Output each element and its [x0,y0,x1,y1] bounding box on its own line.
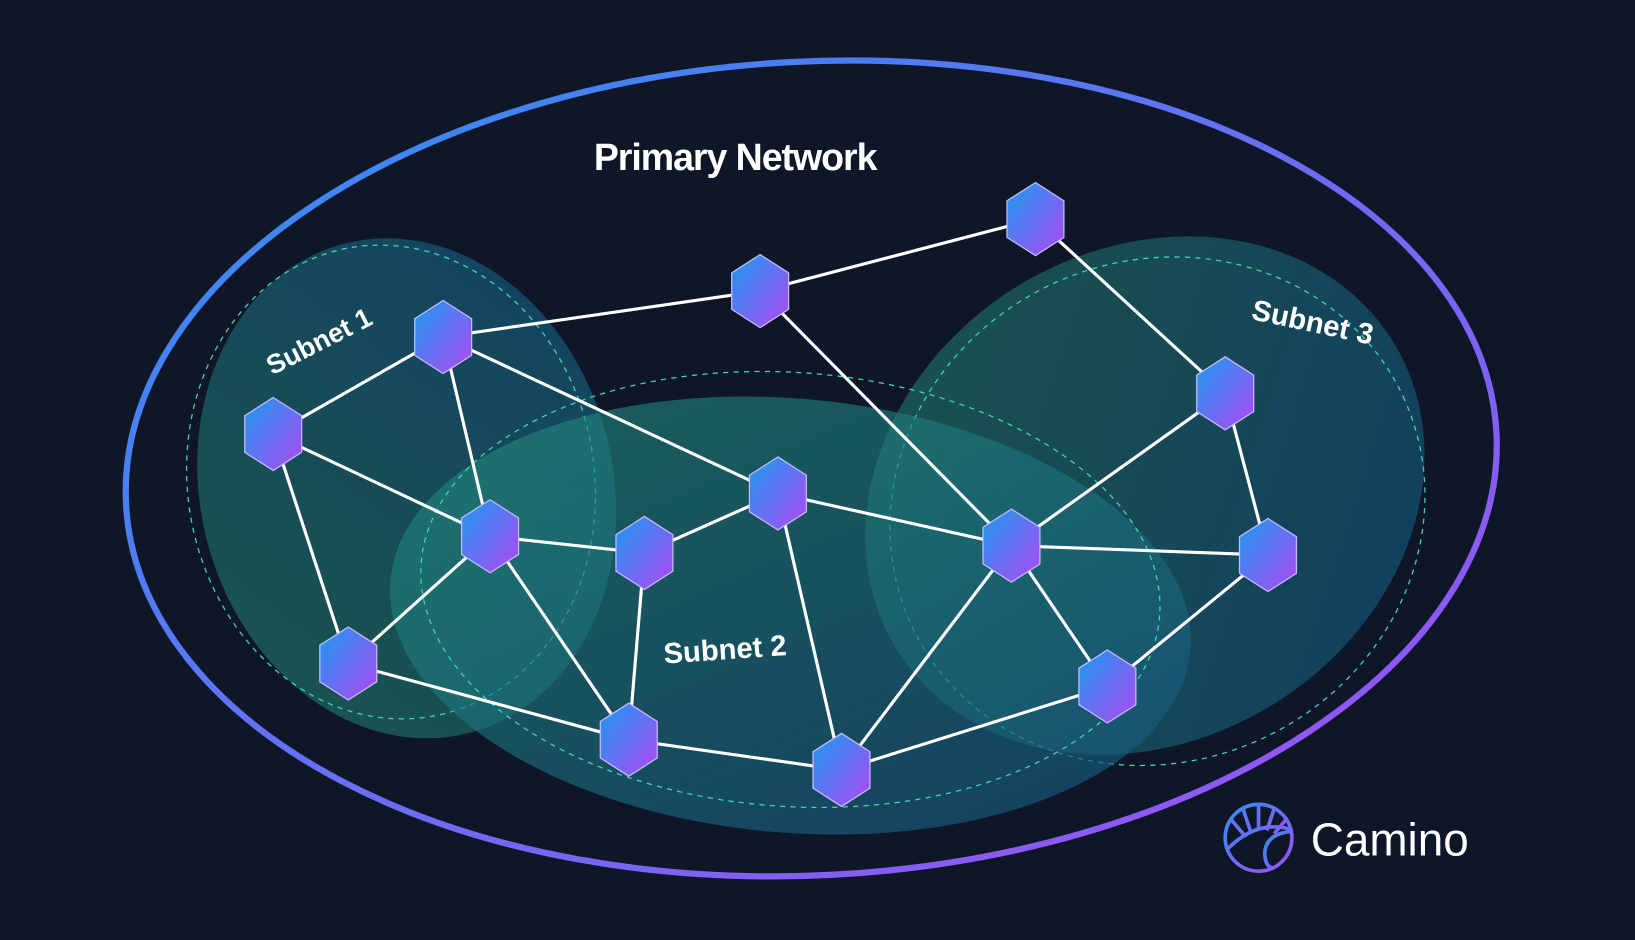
network-link [272,432,491,538]
network-link [442,289,761,339]
network-link [441,336,492,537]
node-hexagon-icon [244,396,303,472]
network-link [1106,553,1269,688]
network-nodes [244,181,1298,808]
network-link [841,684,1108,772]
network-link [759,289,1013,547]
network-link [777,491,1012,548]
node-hexagon-icon [1006,181,1065,257]
node-hexagon-icon [1238,517,1298,593]
network-link [628,738,842,772]
network-link [840,544,1013,771]
network-link [347,662,630,742]
network-link [759,217,1036,293]
network-link [776,493,844,771]
network-link [1010,392,1227,547]
network-link [1034,217,1227,395]
brand-name: Camino [1311,813,1469,865]
node-hexagon-icon [731,253,790,329]
node-hexagon-icon [748,456,807,531]
primary-network-title: Primary Network [594,136,878,178]
node-hexagon-icon [319,626,378,701]
network-link [488,535,631,741]
network-link [271,433,350,665]
camino-sunrise-logo-icon [1223,802,1294,873]
node-hexagon-icon [982,508,1041,583]
subnet-2-dashed-boundary [420,370,1161,809]
node-hexagon-icon [812,732,871,808]
node-hexagon-icon [1196,356,1255,431]
subnet-2-region [390,370,1191,835]
primary-network-ring [122,57,1500,880]
node-hexagon-icon [460,498,520,574]
node-hexagon-icon [599,702,658,777]
node-hexagon-icon [1078,649,1137,724]
camino-logo: Camino [1223,802,1469,873]
network-link [1011,544,1269,557]
subnet-3-dashed-boundary [889,256,1426,767]
network-link [442,335,779,495]
node-hexagon-icon [414,299,473,375]
node-hexagon-icon [615,515,674,591]
